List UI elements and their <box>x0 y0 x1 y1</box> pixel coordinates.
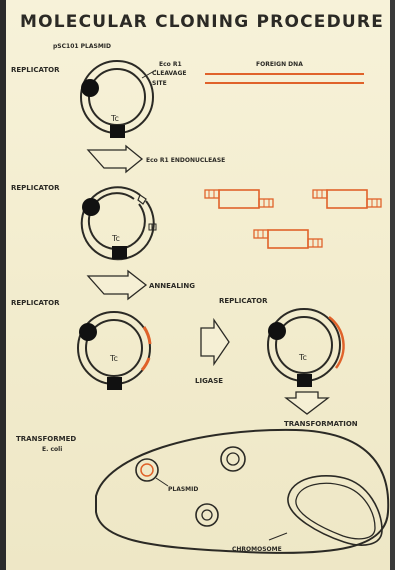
transformed-cell: TRANSFORMED E. coli PLASMID <box>16 430 388 553</box>
foreign-dna: FOREIGN DNA <box>205 61 364 83</box>
recombinant-inner-ring <box>276 317 332 373</box>
annealing-label: ANNEALING <box>149 282 195 290</box>
tc-gene-block-2 <box>112 246 127 259</box>
cloning-diagram: MOLECULAR CLONING PROCEDURE pSC101 PLASM… <box>6 0 390 570</box>
diagram-title: MOLECULAR CLONING PROCEDURE <box>20 12 384 32</box>
plasmid-pointer <box>156 478 168 486</box>
arrow-shape <box>88 146 142 172</box>
plasmid-name-label: pSC101 PLASMID <box>53 43 111 50</box>
arrow-shape <box>201 320 229 364</box>
transformation-label: TRANSFORMATION <box>284 420 358 428</box>
annealed-insert-bottom <box>142 358 149 370</box>
site-label: SITE <box>152 80 167 87</box>
plasmid-in-cell <box>221 447 245 471</box>
right-frame-edge <box>390 0 395 570</box>
arrow-shape <box>286 392 328 414</box>
tc-label-1: Tc <box>110 114 119 123</box>
ligase-label: LIGASE <box>195 377 223 385</box>
chromosome-loop-inner <box>296 483 375 538</box>
plasmid-label: PLASMID <box>168 486 198 493</box>
chromosome-loop-outer <box>288 476 382 545</box>
transformation-arrow: TRANSFORMATION <box>284 392 358 428</box>
foreign-dna-label: FOREIGN DNA <box>256 61 303 68</box>
dna-fragments <box>205 190 381 248</box>
chromosome-label: CHROMOSOME <box>232 546 282 553</box>
replicator-dot-3 <box>79 323 97 341</box>
tc-label-4: Tc <box>298 353 307 362</box>
arrow-shape <box>88 271 146 299</box>
tc-label-2: Tc <box>111 234 120 243</box>
plasmid-in-cell <box>136 459 158 481</box>
plasmid-annealed: REPLICATOR Tc <box>11 299 150 390</box>
plasmid-recombinant: REPLICATOR Tc <box>219 297 344 387</box>
diagram-board: MOLECULAR CLONING PROCEDURE pSC101 PLASM… <box>6 0 390 570</box>
ecoli-cell-outline <box>96 430 388 553</box>
plasmid-cut: REPLICATOR Tc <box>11 184 156 259</box>
step-arrow-1: Eco R1 ENDONUCLEASE <box>88 146 225 172</box>
endonuclease-label: Eco R1 ENDONUCLEASE <box>146 157 225 164</box>
recombinant-outer-ring <box>268 309 340 381</box>
replicator-label-4: REPLICATOR <box>219 297 268 305</box>
dna-fragment <box>205 190 273 208</box>
tc-gene-block-3 <box>107 377 122 390</box>
replicator-dot-2 <box>82 198 100 216</box>
replicator-dot-4 <box>268 322 286 340</box>
dna-fragment <box>313 190 381 208</box>
ecoli-label: E. coli <box>42 446 62 453</box>
dna-fragment <box>254 230 322 248</box>
replicator-label-1: REPLICATOR <box>11 66 60 74</box>
step-arrow-2: ANNEALING <box>88 271 195 299</box>
replicator-label-2: REPLICATOR <box>11 184 60 192</box>
tc-gene-block-4 <box>297 374 312 387</box>
annealed-outer-ring <box>78 312 150 384</box>
transformed-label: TRANSFORMED <box>16 435 76 443</box>
eco-r1-label: Eco R1 <box>159 61 182 68</box>
replicator-dot <box>81 79 99 97</box>
tc-label-3: Tc <box>109 354 118 363</box>
plasmid-intact: pSC101 PLASMID REPLICATOR Tc Eco R1 CLEA… <box>11 43 186 138</box>
annealed-insert-top <box>144 327 150 344</box>
cleavage-label: CLEAVAGE <box>152 70 186 77</box>
sticky-end-top <box>138 195 146 204</box>
sticky-end-bottom <box>149 224 156 230</box>
replicator-label-3: REPLICATOR <box>11 299 60 307</box>
plasmid-in-cell <box>196 504 218 526</box>
ligase-arrow: LIGASE <box>195 320 229 385</box>
tc-gene-block <box>110 125 125 138</box>
chromosome-pointer <box>269 533 287 540</box>
